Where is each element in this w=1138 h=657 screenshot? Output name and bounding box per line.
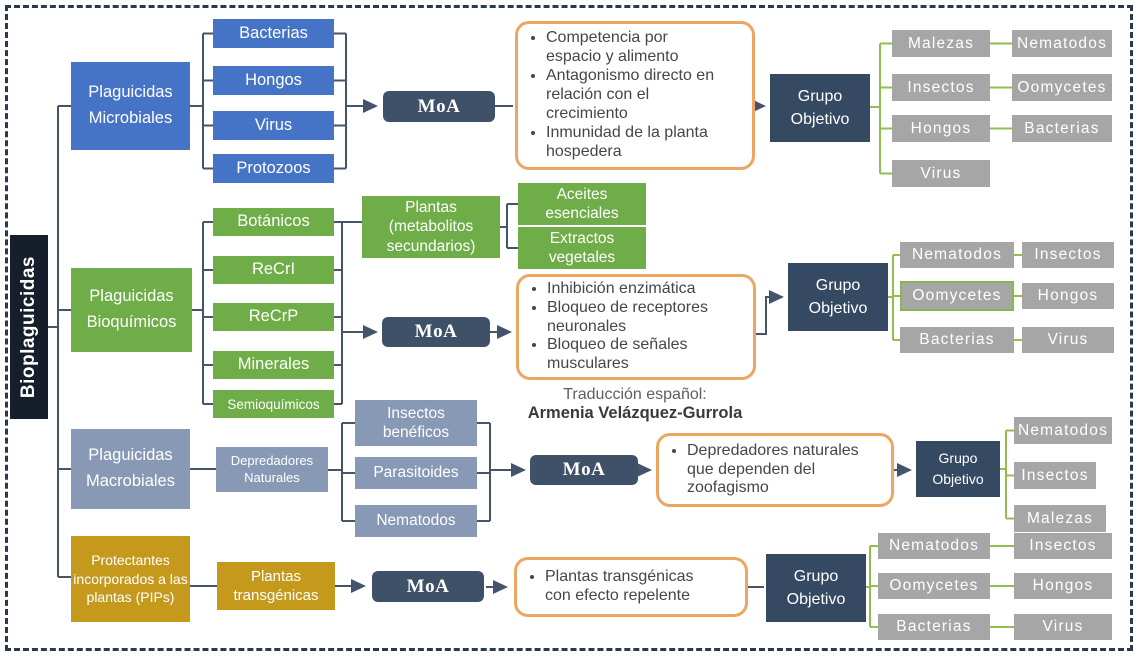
target-malezas: Malezas <box>892 30 990 57</box>
target-insectos: Insectos <box>1014 462 1096 489</box>
child-hongos: Hongos <box>213 66 334 95</box>
child-botanicos: Botánicos <box>213 208 334 236</box>
target-nematodos: Nematodos <box>1012 30 1112 57</box>
translation-credit: Traducción español: Armenia Velázquez-Gu… <box>500 386 770 423</box>
translation-caption: Traducción español: <box>563 386 707 403</box>
child-minerales: Minerales <box>213 351 334 379</box>
child-nematodos: Nematodos <box>355 505 477 537</box>
target-insectos: Insectos <box>1022 242 1114 268</box>
child-recri: ReCrI <box>213 256 334 284</box>
branch-microbiales: Plaguicidas Microbiales <box>71 62 190 150</box>
target-hongos: Hongos <box>1014 573 1112 599</box>
target-malezas: Malezas <box>1014 505 1106 532</box>
target-oomycetes: Oomycetes <box>1012 74 1112 101</box>
moa-bullets-1: Competencia por espacio y alimento Antag… <box>515 21 755 170</box>
plantas-transgenicas-box: Plantas transgénicas <box>217 562 335 610</box>
target-bacterias: Bacterias <box>878 614 990 640</box>
branch-bioquimicos: Plaguicidas Bioquímicos <box>71 268 192 352</box>
moa-box-3: MoA <box>530 455 638 485</box>
target-bacterias: Bacterias <box>900 327 1014 353</box>
moa-bullets-3: Depredadores naturales que dependen del … <box>656 433 894 507</box>
moa-box-4: MoA <box>372 571 484 602</box>
plantas-metabolitos-box: Plantas (metabolitos secundarios) <box>362 196 500 258</box>
grupo-objetivo-2: Grupo Objetivo <box>788 263 888 331</box>
depredadores-naturales-box: Depredadores Naturales <box>216 447 328 492</box>
target-oomycetes: Oomycetes <box>878 573 990 599</box>
branch-macrobiales: Plaguicidas Macrobiales <box>71 429 190 509</box>
grupo-objetivo-4: Grupo Objetivo <box>766 554 866 622</box>
branch-pips: Protectantes incorporados a las plantas … <box>71 536 190 622</box>
target-hongos: Hongos <box>1022 283 1114 309</box>
target-hongos: Hongos <box>892 115 990 142</box>
child-parasitoides: Parasitoides <box>355 457 477 489</box>
moa-bullets-2: Inhibición enzimática Bloqueo de recepto… <box>516 274 756 380</box>
target-virus: Virus <box>1014 614 1112 640</box>
moa-bullets-4: Plantas transgénicas con efecto repelent… <box>514 557 748 617</box>
moa-box-2: MoA <box>382 317 490 347</box>
target-virus: Virus <box>1022 327 1114 353</box>
root-label-bioplaguicidas: Bioplaguicidas <box>10 235 48 419</box>
target-nematodos: Nematodos <box>1014 417 1112 444</box>
child-semioquimicos: Semioquímicos <box>213 390 334 418</box>
child-virus: Virus <box>213 111 334 140</box>
target-insectos: Insectos <box>1014 533 1112 559</box>
extractos-vegetales-box: Extractos vegetales <box>518 227 646 269</box>
target-oomycetes-highlighted: Oomycetes <box>900 281 1014 311</box>
moa-box-1: MoA <box>383 91 495 122</box>
child-bacterias: Bacterias <box>213 19 334 48</box>
target-nematodos: Nematodos <box>878 533 990 559</box>
grupo-objetivo-3: Grupo Objetivo <box>916 441 1000 497</box>
target-virus: Virus <box>892 160 990 187</box>
translation-author: Armenia Velázquez-Gurrola <box>527 404 743 422</box>
child-protozoos: Protozoos <box>213 154 334 183</box>
target-bacterias: Bacterias <box>1012 115 1112 142</box>
grupo-objetivo-1: Grupo Objetivo <box>770 74 870 142</box>
aceites-esenciales-box: Aceites esenciales <box>518 183 646 225</box>
target-insectos: Insectos <box>892 74 990 101</box>
child-insectos-beneficos: Insectos benéficos <box>355 400 477 446</box>
child-recrp: ReCrP <box>213 303 334 331</box>
target-nematodos: Nematodos <box>900 242 1014 268</box>
